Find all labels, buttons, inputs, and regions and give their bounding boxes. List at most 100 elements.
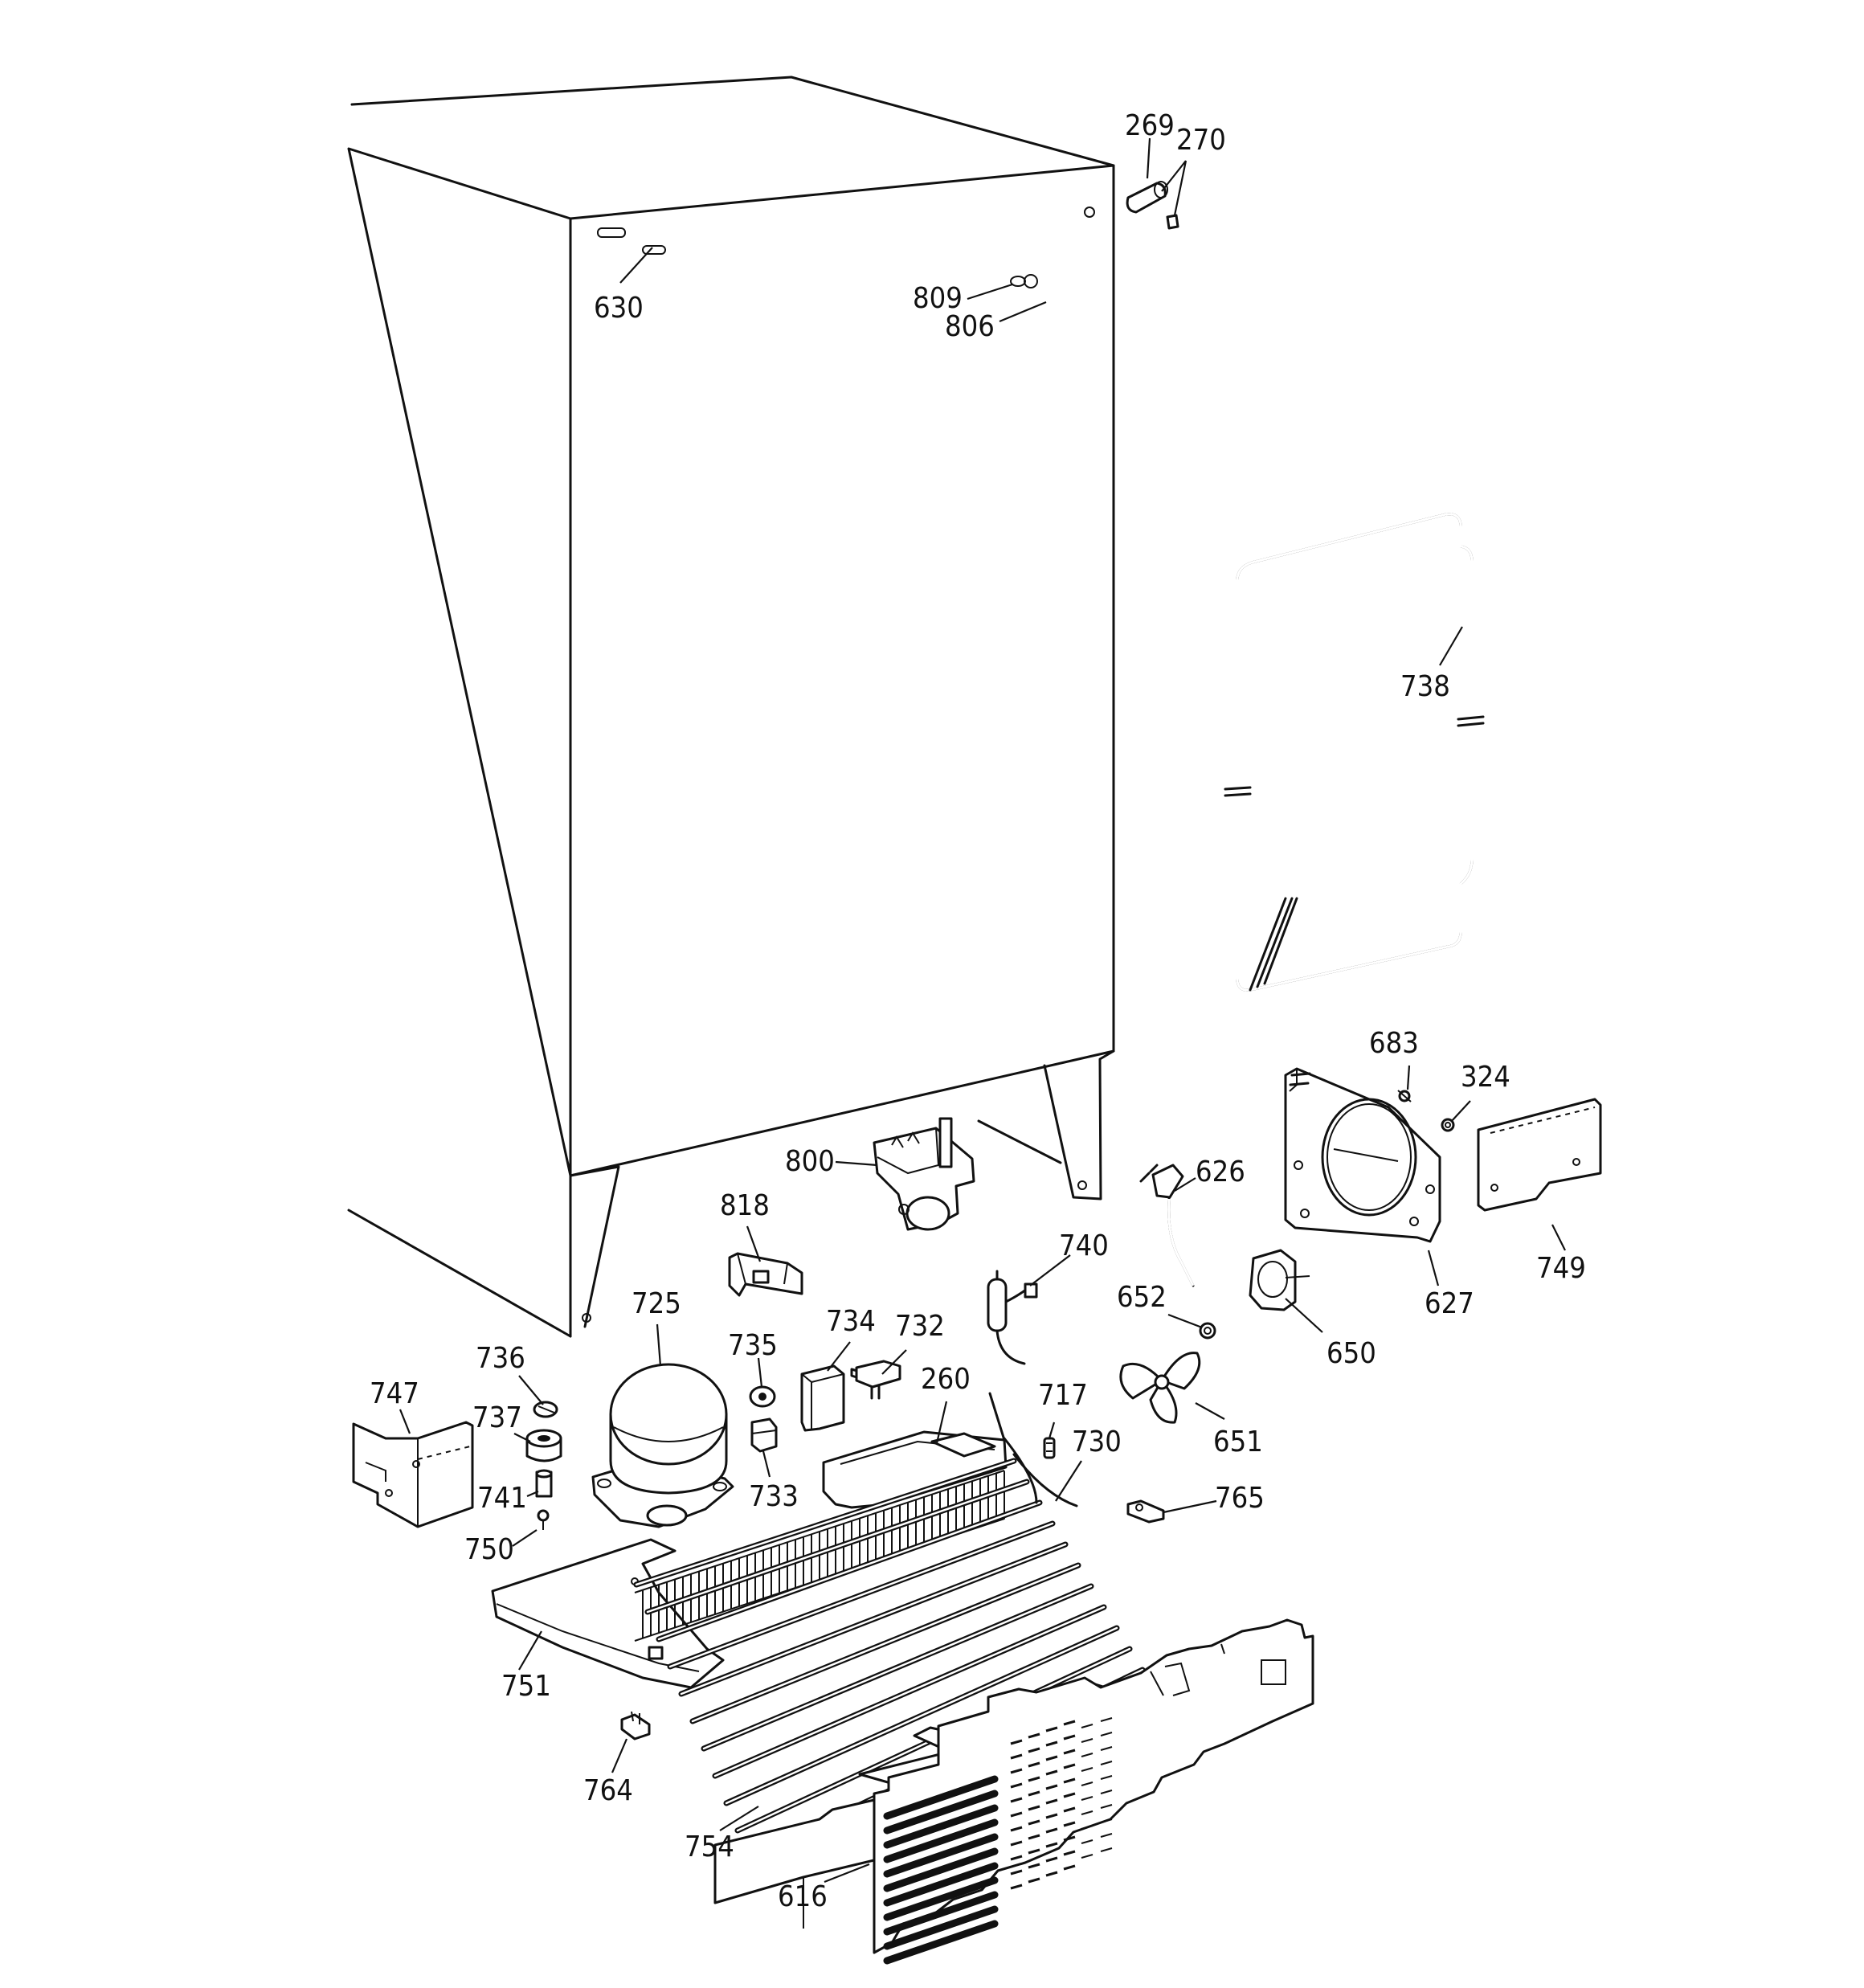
- grille-slot: [1028, 1790, 1040, 1797]
- grille-slot: [1045, 1813, 1058, 1819]
- callout-270: 270: [1176, 124, 1226, 157]
- callout-818: 818: [720, 1189, 770, 1222]
- grille-slot: [1045, 1769, 1058, 1776]
- grille-slot: [1010, 1855, 1023, 1861]
- callout-717: 717: [1038, 1379, 1088, 1412]
- callout-269: 269: [1125, 109, 1175, 142]
- grille-louver: [883, 1847, 999, 1892]
- callout-651: 651: [1213, 1426, 1263, 1458]
- grille-louver: [883, 1862, 999, 1907]
- part-725-compressor: [591, 1363, 734, 1528]
- grille-slot: [1028, 1819, 1040, 1826]
- grille-slot: [1081, 1724, 1093, 1728]
- callout-809: 809: [913, 282, 963, 315]
- callout-800: 800: [785, 1145, 835, 1178]
- part-764-clip: [620, 1711, 651, 1741]
- callout-324: 324: [1461, 1061, 1510, 1094]
- callout-730: 730: [1072, 1426, 1122, 1458]
- condenser-tube-highlight: [646, 1480, 1028, 1614]
- grille-slot: [1081, 1767, 1093, 1772]
- grille-slot: [1028, 1805, 1040, 1811]
- grille-slot: [1028, 1848, 1040, 1855]
- grille-slot: [1063, 1763, 1076, 1769]
- refrigerator-cabinet: [347, 76, 1115, 1338]
- grille-slot: [1045, 1726, 1058, 1732]
- grille-slot: [1063, 1835, 1076, 1842]
- condenser-tube-highlight: [725, 1626, 1118, 1805]
- callout-683: 683: [1369, 1027, 1419, 1060]
- part-260-drain-pan: [822, 1392, 1008, 1509]
- condenser-tube-highlight: [680, 1543, 1067, 1696]
- grille-slot: [1063, 1821, 1076, 1827]
- callout-725: 725: [632, 1287, 681, 1320]
- grille-slot: [1063, 1850, 1076, 1856]
- grille-slot: [1045, 1871, 1058, 1877]
- callout-652: 652: [1117, 1281, 1167, 1314]
- part-818-bracket: [728, 1252, 803, 1297]
- grille-slot: [1045, 1741, 1058, 1747]
- grille-louver: [883, 1775, 999, 1820]
- grille-louver: [883, 1818, 999, 1863]
- callout-733: 733: [749, 1480, 799, 1513]
- callout-741: 741: [477, 1482, 527, 1515]
- condenser-tube-highlight: [713, 1606, 1106, 1777]
- grille-slot: [1100, 1847, 1113, 1852]
- part-652-nut: [1199, 1322, 1216, 1340]
- condenser-tube-highlight: [657, 1501, 1041, 1641]
- grille-louver: [883, 1804, 999, 1849]
- grille-louvers: [883, 1775, 999, 1965]
- part-747-shield: [352, 1421, 474, 1528]
- grille-slot: [1100, 1804, 1113, 1809]
- grille-slot: [1010, 1797, 1023, 1803]
- grille-slot: [1100, 1775, 1113, 1780]
- part-800-water-valve: [873, 1117, 975, 1231]
- grille-louver: [883, 1920, 999, 1965]
- callout-738: 738: [1400, 670, 1450, 703]
- grille-slot: [1063, 1792, 1076, 1798]
- grille-slot: [1010, 1768, 1023, 1774]
- grille-slot: [1081, 1810, 1093, 1815]
- grille-slot: [1063, 1734, 1076, 1741]
- part-651-fan-blade: [1119, 1352, 1201, 1424]
- part-650-fan-motor: [1249, 1249, 1310, 1311]
- grille-slot: [1045, 1842, 1058, 1848]
- grille-slot: [1045, 1856, 1058, 1863]
- condenser-tube-highlight: [702, 1585, 1093, 1750]
- grille-louver: [883, 1790, 999, 1835]
- grille-slot: [1081, 1738, 1093, 1743]
- callout-735: 735: [728, 1329, 778, 1362]
- callout-749: 749: [1536, 1252, 1586, 1285]
- grille-slot: [1028, 1761, 1040, 1768]
- grille-slot: [1028, 1776, 1040, 1782]
- grille-slot: [1063, 1806, 1076, 1813]
- grille-slot: [1010, 1884, 1023, 1890]
- callout-626: 626: [1196, 1156, 1245, 1188]
- grille-slot: [1028, 1732, 1040, 1739]
- grille-slot: [1063, 1777, 1076, 1784]
- grille-slot: [1063, 1720, 1076, 1726]
- grille-slot: [1100, 1761, 1113, 1765]
- grille-slot: [1028, 1834, 1040, 1840]
- callout-751: 751: [501, 1670, 551, 1703]
- grille-slot: [1100, 1732, 1113, 1736]
- grille-slot: [1100, 1746, 1113, 1751]
- grille-slot: [1045, 1798, 1058, 1805]
- part-765-clip: [1126, 1499, 1165, 1524]
- grille-slot: [1010, 1869, 1023, 1876]
- grille-slot: [1063, 1749, 1076, 1755]
- grille-slot: [1081, 1825, 1093, 1830]
- grille-slot: [1100, 1818, 1113, 1823]
- part-626-power-cord: [1139, 1164, 1195, 1287]
- grille-slot: [1010, 1840, 1023, 1847]
- part-627-fan-bracket: [1284, 1067, 1441, 1243]
- part-736-737-741-750-hardware: [525, 1401, 562, 1530]
- part-749-cover: [1477, 1098, 1602, 1212]
- grille-slot: [1028, 1863, 1040, 1869]
- part-717: [1043, 1437, 1056, 1459]
- grille-louver: [883, 1876, 999, 1921]
- grille-slot: [1081, 1839, 1093, 1844]
- grille-slot: [1100, 1717, 1113, 1722]
- callout-732: 732: [895, 1310, 945, 1343]
- condenser-tube-highlight: [668, 1522, 1054, 1668]
- callout-806: 806: [945, 310, 995, 343]
